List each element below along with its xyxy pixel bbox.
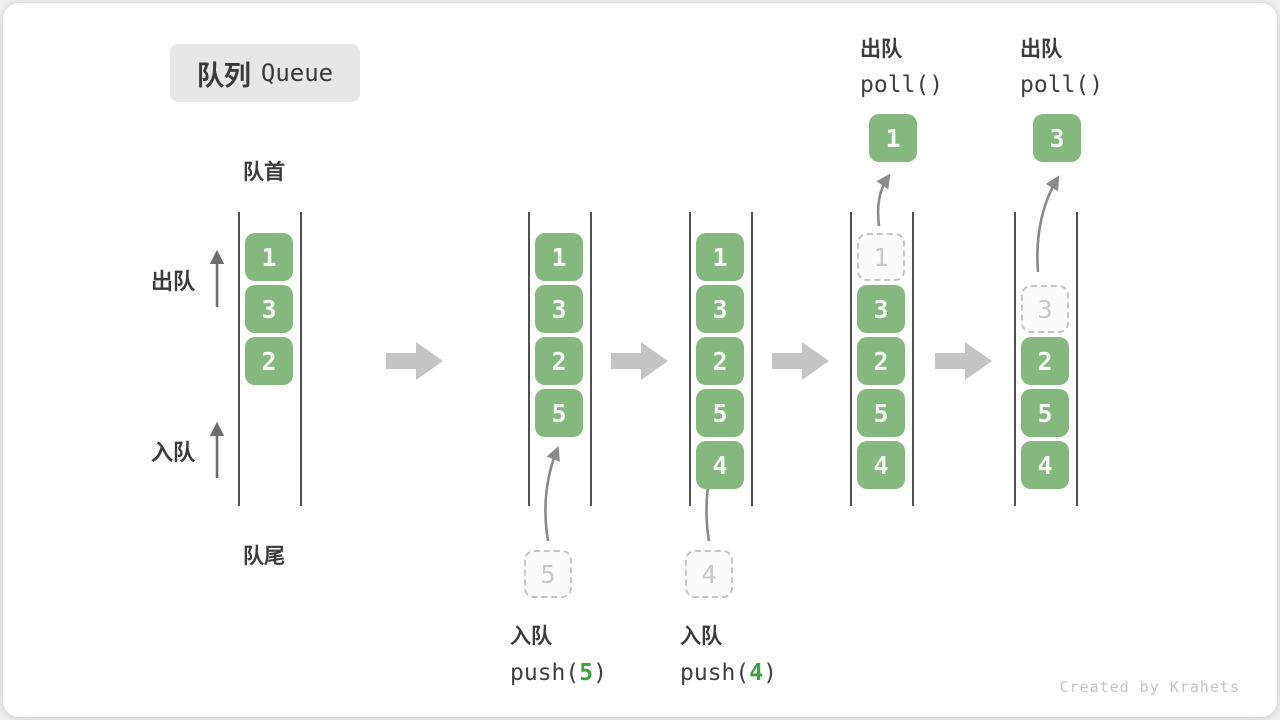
transition-arrow-3 [772, 342, 829, 380]
push-annotation-1-label: 入队 [510, 625, 552, 648]
queue-state-3-after-push-4-wall-right [751, 212, 753, 506]
queue-state-4-after-poll-1-slot-1-removed: 1 [857, 233, 905, 281]
queue-state-4-after-poll-1-slot-5-value: 4 [857, 441, 905, 489]
queue-state-3-after-push-4-incoming-value: 4 [685, 550, 733, 598]
queue-state-4-after-poll-1-slot-3-value: 2 [857, 337, 905, 385]
queue-state-3-after-push-4-slot-1-value: 1 [696, 233, 744, 281]
queue-state-2-after-push-5-slot-1-value: 1 [535, 233, 583, 281]
push-annotation-1-code: push(5) [510, 660, 690, 686]
push-annotation-2: 入队 push(4) [680, 620, 860, 686]
transition-arrow-2 [611, 342, 668, 380]
queue-state-5-after-poll-3-slot-4-value: 5 [1021, 389, 1069, 437]
queue-state-1-wall-right [300, 212, 302, 506]
push-annotation-2-close: ) [763, 660, 777, 686]
watermark-credit: Created by Krahets [1059, 678, 1240, 696]
queue-state-2-after-push-5-wall-left [528, 212, 530, 506]
queue-state-3-after-push-4-wall-left [689, 212, 691, 506]
queue-state-4-after-poll-1-slot-4-value: 5 [857, 389, 905, 437]
push-annotation-2-fn: push( [680, 660, 750, 686]
push-annotation-2-label: 入队 [680, 625, 722, 648]
poll-annotation-2-code: poll() [1020, 72, 1104, 98]
push-annotation-1-close: ) [593, 660, 607, 686]
queue-state-5-after-poll-3-outgoing-value: 3 [1033, 114, 1081, 162]
queue-state-4-after-poll-1-outgoing-value: 1 [869, 114, 917, 162]
queue-state-5-after-poll-3-wall-right [1076, 212, 1078, 506]
queue-state-2-after-push-5-incoming-value: 5 [524, 550, 572, 598]
queue-state-1-wall-left [238, 212, 240, 506]
queue-state-3-after-push-4-slot-2-value: 3 [696, 285, 744, 333]
queue-state-1-slot-1-value: 1 [245, 233, 293, 281]
label-queue-rear: 队尾 [243, 545, 285, 568]
queue-state-2-after-push-5-slot-3-value: 2 [535, 337, 583, 385]
queue-state-3-after-push-4-slot-5-value: 4 [696, 441, 744, 489]
push-annotation-2-arg: 4 [749, 660, 764, 686]
push-annotation-1: 入队 push(5) [510, 620, 690, 686]
queue-state-4-after-poll-1-wall-right [912, 212, 914, 506]
push-annotation-1-fn: push( [510, 660, 580, 686]
transition-arrow-1 [386, 342, 443, 380]
queue-state-1-slot-2-value: 3 [245, 285, 293, 333]
poll-annotation-1: 出队 poll() [860, 33, 1020, 98]
queue-state-3-after-push-4-slot-3-value: 2 [696, 337, 744, 385]
label-enqueue: 入队 [151, 440, 196, 465]
queue-state-5-after-poll-3-slot-2-removed: 3 [1021, 285, 1069, 333]
queue-state-2-after-push-5-slot-4-value: 5 [535, 389, 583, 437]
push-annotation-2-code: push(4) [680, 660, 860, 686]
queue-state-4-after-poll-1-slot-2-value: 3 [857, 285, 905, 333]
queue-state-5-after-poll-3-wall-left [1014, 212, 1016, 506]
push-annotation-1-arg: 5 [579, 660, 594, 686]
title-zh: 队列 [196, 60, 251, 91]
label-queue-front: 队首 [243, 161, 285, 184]
queue-state-5-after-poll-3-slot-5-value: 4 [1021, 441, 1069, 489]
poll-annotation-2-label: 出队 [1020, 38, 1062, 61]
queue-state-3-after-push-4-slot-4-value: 5 [696, 389, 744, 437]
queue-state-1-slot-3-value: 2 [245, 337, 293, 385]
transition-arrow-4 [935, 342, 992, 380]
queue-state-2-after-push-5-slot-2-value: 3 [535, 285, 583, 333]
label-dequeue: 出队 [151, 269, 196, 294]
queue-state-2-after-push-5-wall-right [590, 212, 592, 506]
poll-annotation-2: 出队 poll() [1020, 33, 1180, 98]
title-badge: 队列 Queue [170, 44, 360, 102]
poll-annotation-1-label: 出队 [860, 38, 902, 61]
title-en: Queue [260, 59, 334, 87]
queue-state-4-after-poll-1-wall-left [850, 212, 852, 506]
queue-state-5-after-poll-3-slot-3-value: 2 [1021, 337, 1069, 385]
poll-annotation-1-code: poll() [860, 72, 944, 98]
